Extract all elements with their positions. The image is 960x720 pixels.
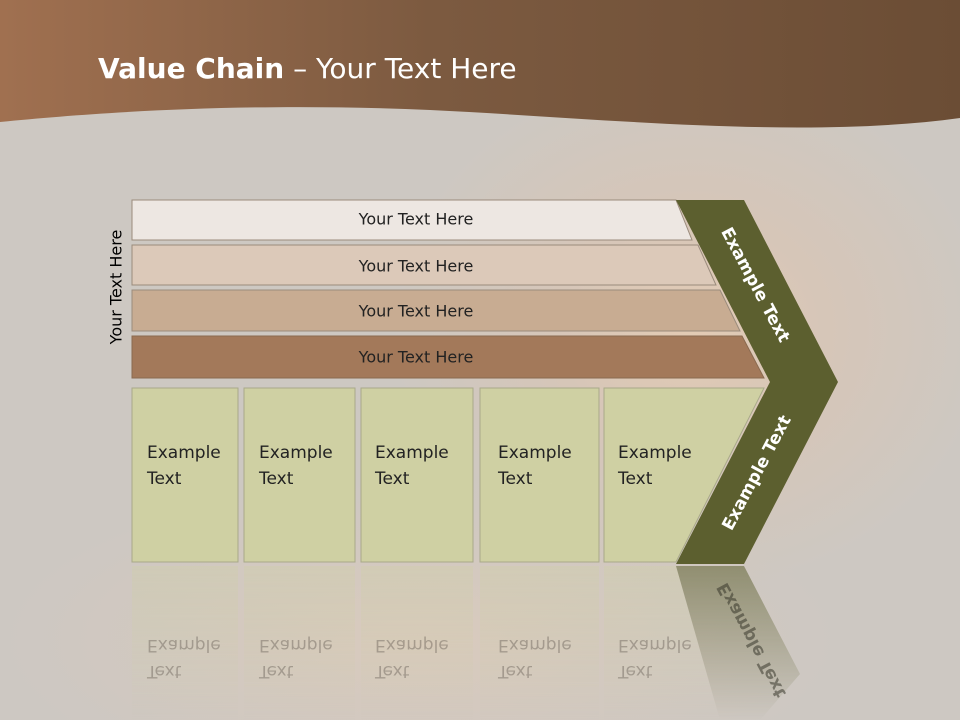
title-rest: – Your Text Here	[284, 52, 517, 85]
primary-box-4-line1: Example	[498, 443, 572, 463]
reflection-box-3-line2: Text	[375, 661, 410, 681]
reflection-box-2-line1: Example	[259, 635, 333, 655]
primary-box-5	[603, 387, 765, 563]
reflection	[132, 566, 800, 720]
reflection-box-4-line1: Example	[498, 635, 572, 655]
primary-box-2-line2: Text	[259, 469, 294, 489]
support-row-4-label: Your Text Here	[358, 347, 474, 367]
reflection-box-5-line1: Example	[618, 635, 692, 655]
support-row-1-label: Your Text Here	[358, 209, 474, 229]
reflection-box-1-text: Text Example	[147, 632, 221, 684]
reflection-box-3-line1: Example	[375, 635, 449, 655]
support-row-4	[131, 335, 765, 379]
reflection-box-5-line2: Text	[618, 661, 653, 681]
side-label: Your Text Here	[106, 229, 126, 345]
primary-box-1	[131, 387, 239, 563]
primary-box-5-line2: Text	[618, 469, 653, 489]
support-row-2	[131, 244, 717, 286]
support-row-1	[131, 199, 693, 241]
header-band	[0, 0, 960, 128]
reflection-box-4-text: Text Example	[498, 632, 572, 684]
support-row-2-label: Your Text Here	[358, 256, 474, 276]
primary-box-1-line2: Text	[147, 469, 182, 489]
reflection-box-4-line2: Text	[498, 661, 533, 681]
primary-box-4-line2: Text	[498, 469, 533, 489]
reflection-box-5-text: Text Example	[618, 632, 692, 684]
slide-title: Value Chain – Your Text Here	[98, 52, 517, 85]
reflection-box-2-line2: Text	[259, 661, 294, 681]
reflection-box-2-text: Text Example	[259, 632, 333, 684]
title-bold: Value Chain	[98, 52, 285, 85]
primary-box-4	[479, 387, 600, 563]
reflection-box-3-text: Text Example	[375, 632, 449, 684]
primary-box-5-line1: Example	[618, 443, 692, 463]
primary-box-3-line1: Example	[375, 443, 449, 463]
reflection-box-1-line1: Example	[147, 635, 221, 655]
primary-box-2-line1: Example	[259, 443, 333, 463]
margin-chevron	[676, 200, 838, 564]
primary-box-3	[360, 387, 474, 563]
support-row-3	[131, 289, 741, 332]
support-row-3-label: Your Text Here	[358, 301, 474, 321]
reflection-box-1-line2: Text	[147, 661, 182, 681]
primary-box-3-line2: Text	[375, 469, 410, 489]
primary-box-2	[243, 387, 356, 563]
primary-box-1-line1: Example	[147, 443, 221, 463]
